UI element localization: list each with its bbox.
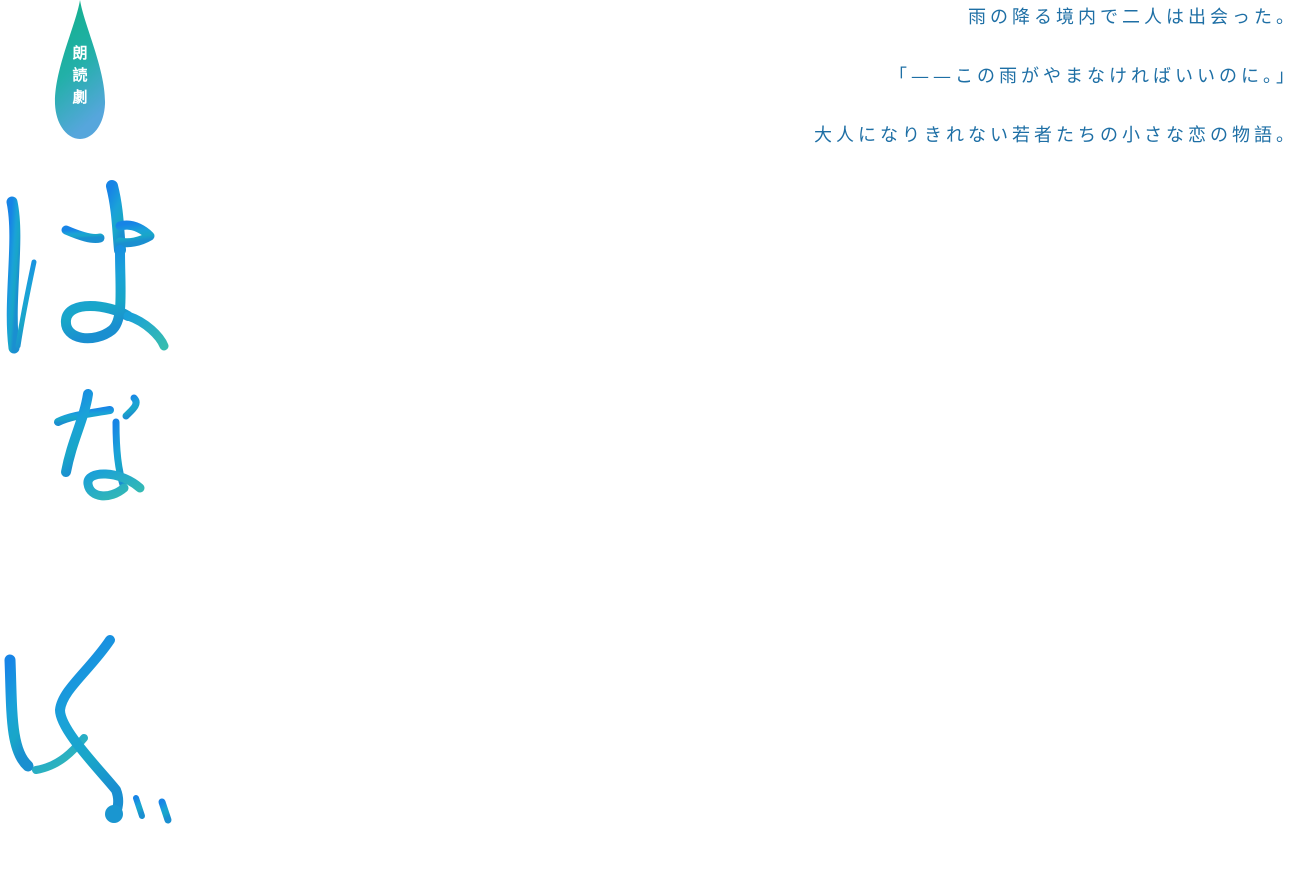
badge-char-2: 読 xyxy=(72,66,88,84)
raindrop-icon xyxy=(54,0,106,139)
badge-char-1: 朗 xyxy=(72,44,88,62)
badge-char-3: 劇 xyxy=(72,88,88,106)
reading-drama-badge: 朗 読 劇 xyxy=(54,0,106,140)
tagline: 雨の降る境内で二人は出会った。 「——この雨がやまなければいいのに。」 大人にな… xyxy=(814,8,1298,185)
tagline-line-2: 「——この雨がやまなければいいのに。」 xyxy=(889,66,1298,87)
title-lettering xyxy=(4,180,172,824)
badge-label: 朗 読 劇 xyxy=(54,44,106,106)
tagline-line-3: 大人になりきれない若者たちの小さな恋の物語。 xyxy=(814,125,1298,146)
tagline-line-1: 雨の降る境内で二人は出会った。 xyxy=(968,7,1298,28)
page-title: はなしぐれ xyxy=(0,170,190,886)
